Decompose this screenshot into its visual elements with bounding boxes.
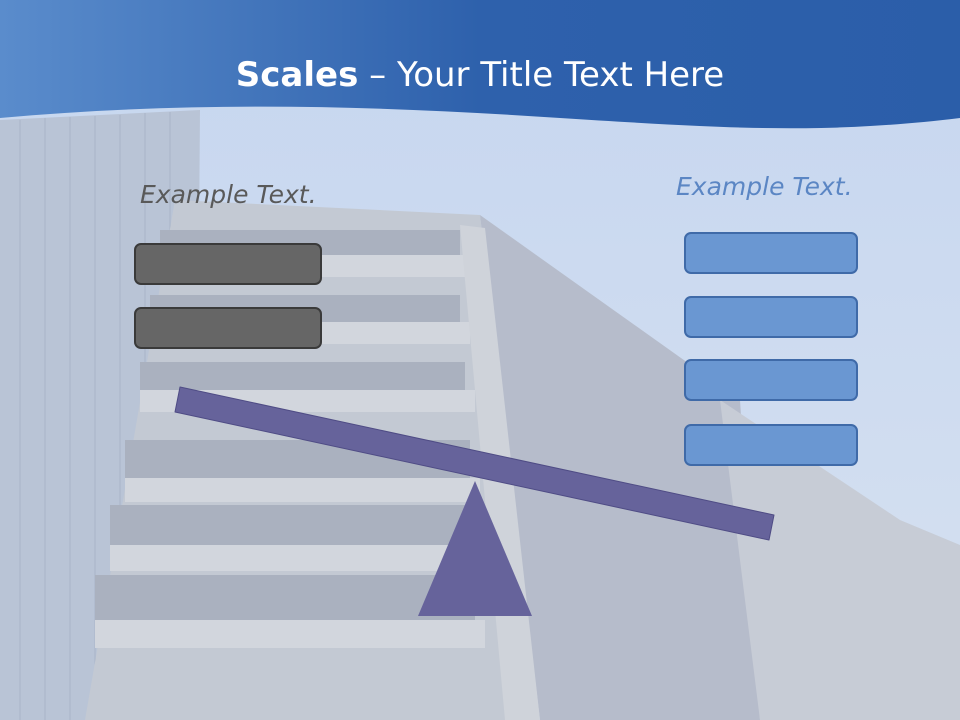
left-pan-label: Example Text. [140,180,317,209]
left-weight-box-1[interactable] [134,243,322,285]
title-bold-part: Scales [235,55,359,95]
scale-beam [174,386,775,541]
right-weight-box-1[interactable] [684,232,858,274]
title-rest-part: – Your Title Text Here [358,55,725,95]
left-weight-box-2[interactable] [134,307,322,349]
right-pan-label: Example Text. [676,172,853,201]
right-weight-box-4[interactable] [684,424,858,466]
fulcrum-triangle [418,481,532,616]
slide-title: Scales – Your Title Text Here [0,50,960,100]
right-weight-box-2[interactable] [684,296,858,338]
right-weight-box-3[interactable] [684,359,858,401]
